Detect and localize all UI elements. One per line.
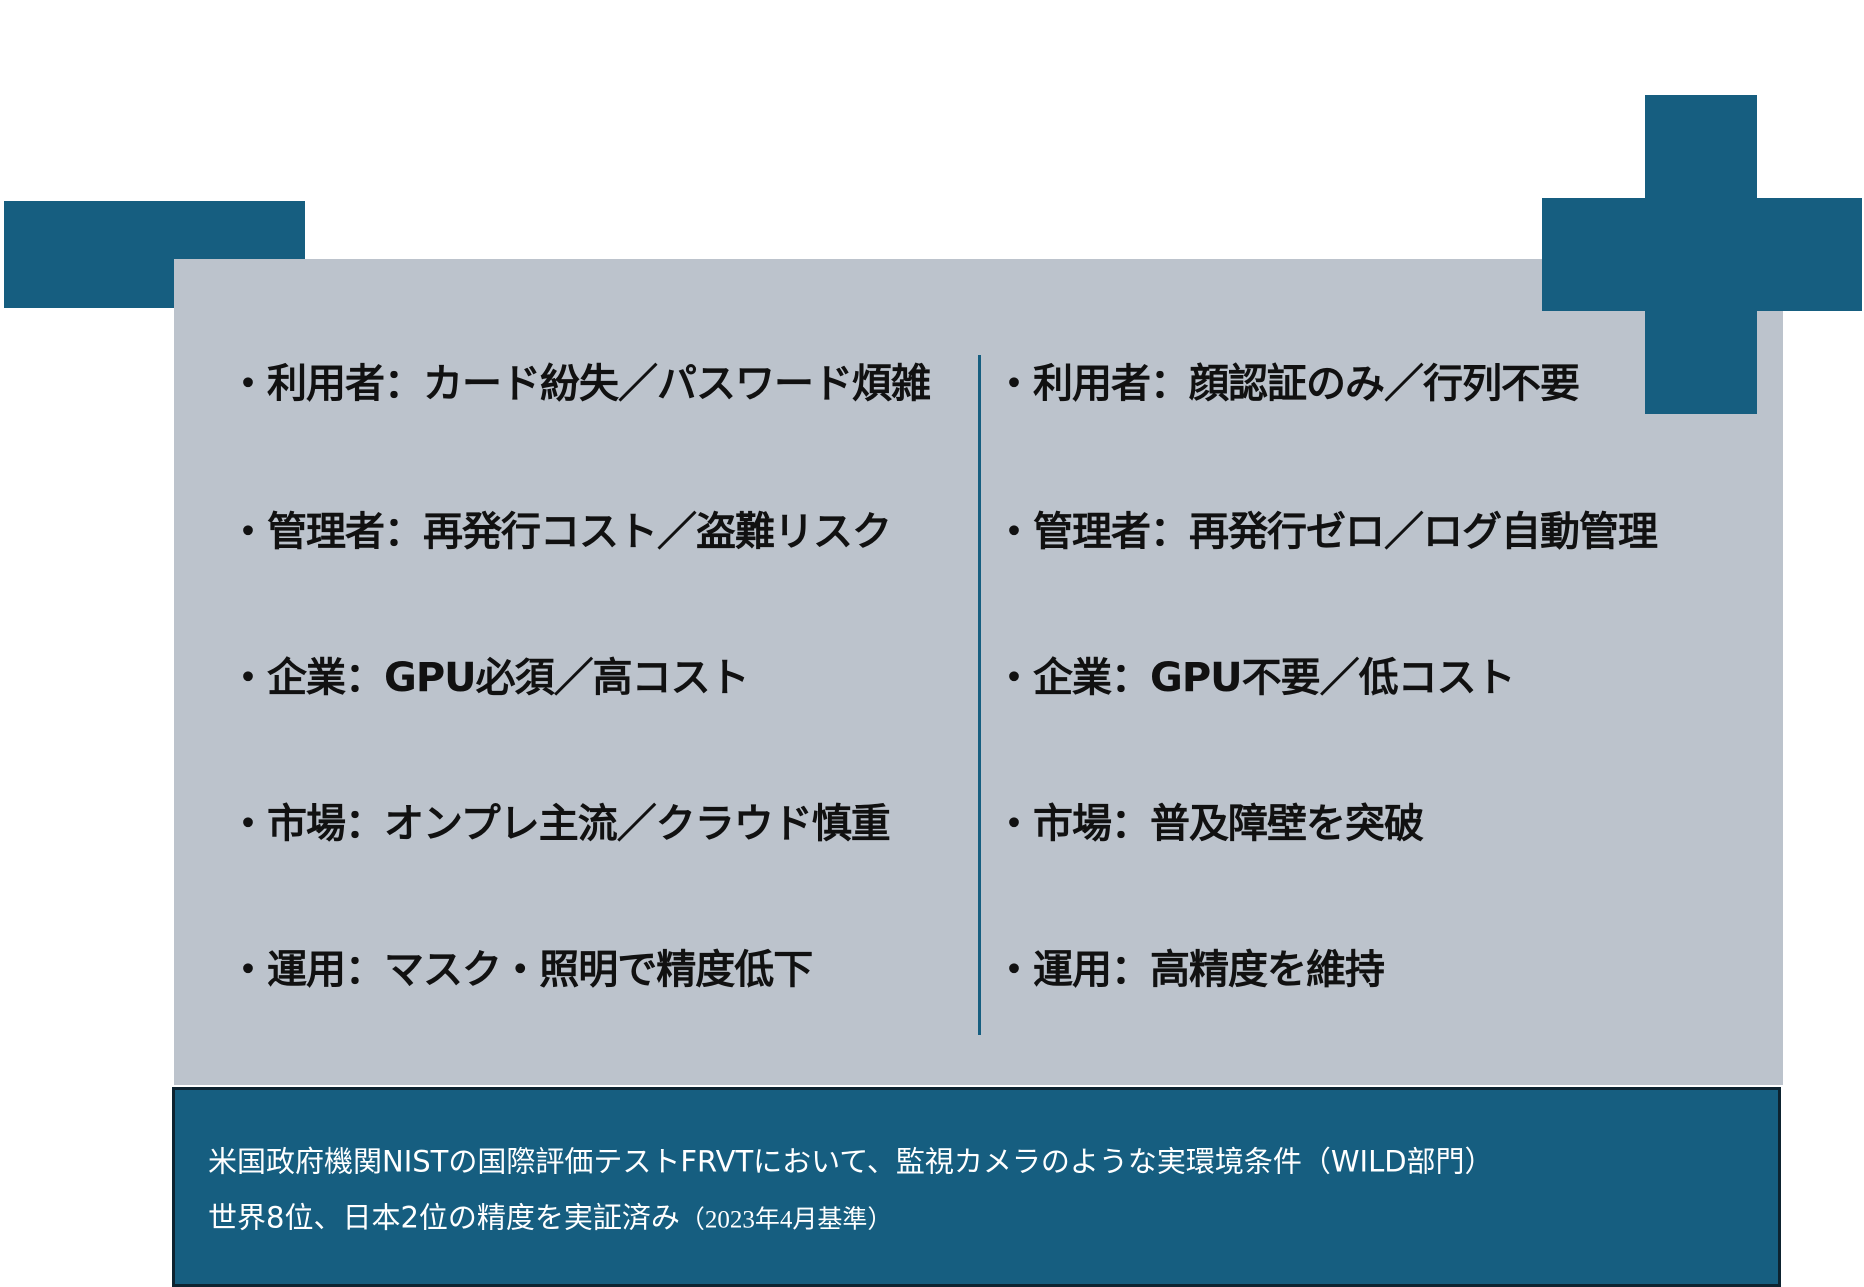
- left-item: ・利用者：カード紛失／パスワード煩雑: [228, 361, 931, 407]
- right-item: ・運用：高精度を維持: [994, 947, 1385, 993]
- note-line-1: 米国政府機関NISTの国際評価テストFRVTにおいて、監視カメラのような実環境条…: [208, 1144, 1494, 1179]
- plus-symbol-horizontal: [1542, 198, 1862, 311]
- right-item: ・市場：普及障壁を突破: [994, 801, 1424, 847]
- left-item: ・管理者：再発行コスト／盗難リスク: [228, 509, 892, 555]
- note-date: （2023年4月基準）: [679, 1206, 893, 1234]
- note-line-2-main: 世界8位、日本2位の精度を実証済み: [208, 1200, 680, 1235]
- evidence-note-box: 米国政府機関NISTの国際評価テストFRVTにおいて、監視カメラのような実環境条…: [172, 1087, 1781, 1287]
- right-item: ・管理者：再発行ゼロ／ログ自動管理: [994, 509, 1658, 555]
- left-item: ・市場：オンプレ主流／クラウド慎重: [228, 801, 891, 847]
- left-item: ・運用：マスク・照明で精度低下: [228, 947, 813, 993]
- right-item: ・企業：GPU不要／低コスト: [994, 655, 1516, 701]
- left-item: ・企業：GPU必須／高コスト: [228, 655, 750, 701]
- column-divider: [978, 355, 981, 1035]
- note-line-2: 世界8位、日本2位の精度を実証済み（2023年4月基準）: [208, 1200, 893, 1235]
- right-item: ・利用者：顔認証のみ／行列不要: [994, 361, 1580, 407]
